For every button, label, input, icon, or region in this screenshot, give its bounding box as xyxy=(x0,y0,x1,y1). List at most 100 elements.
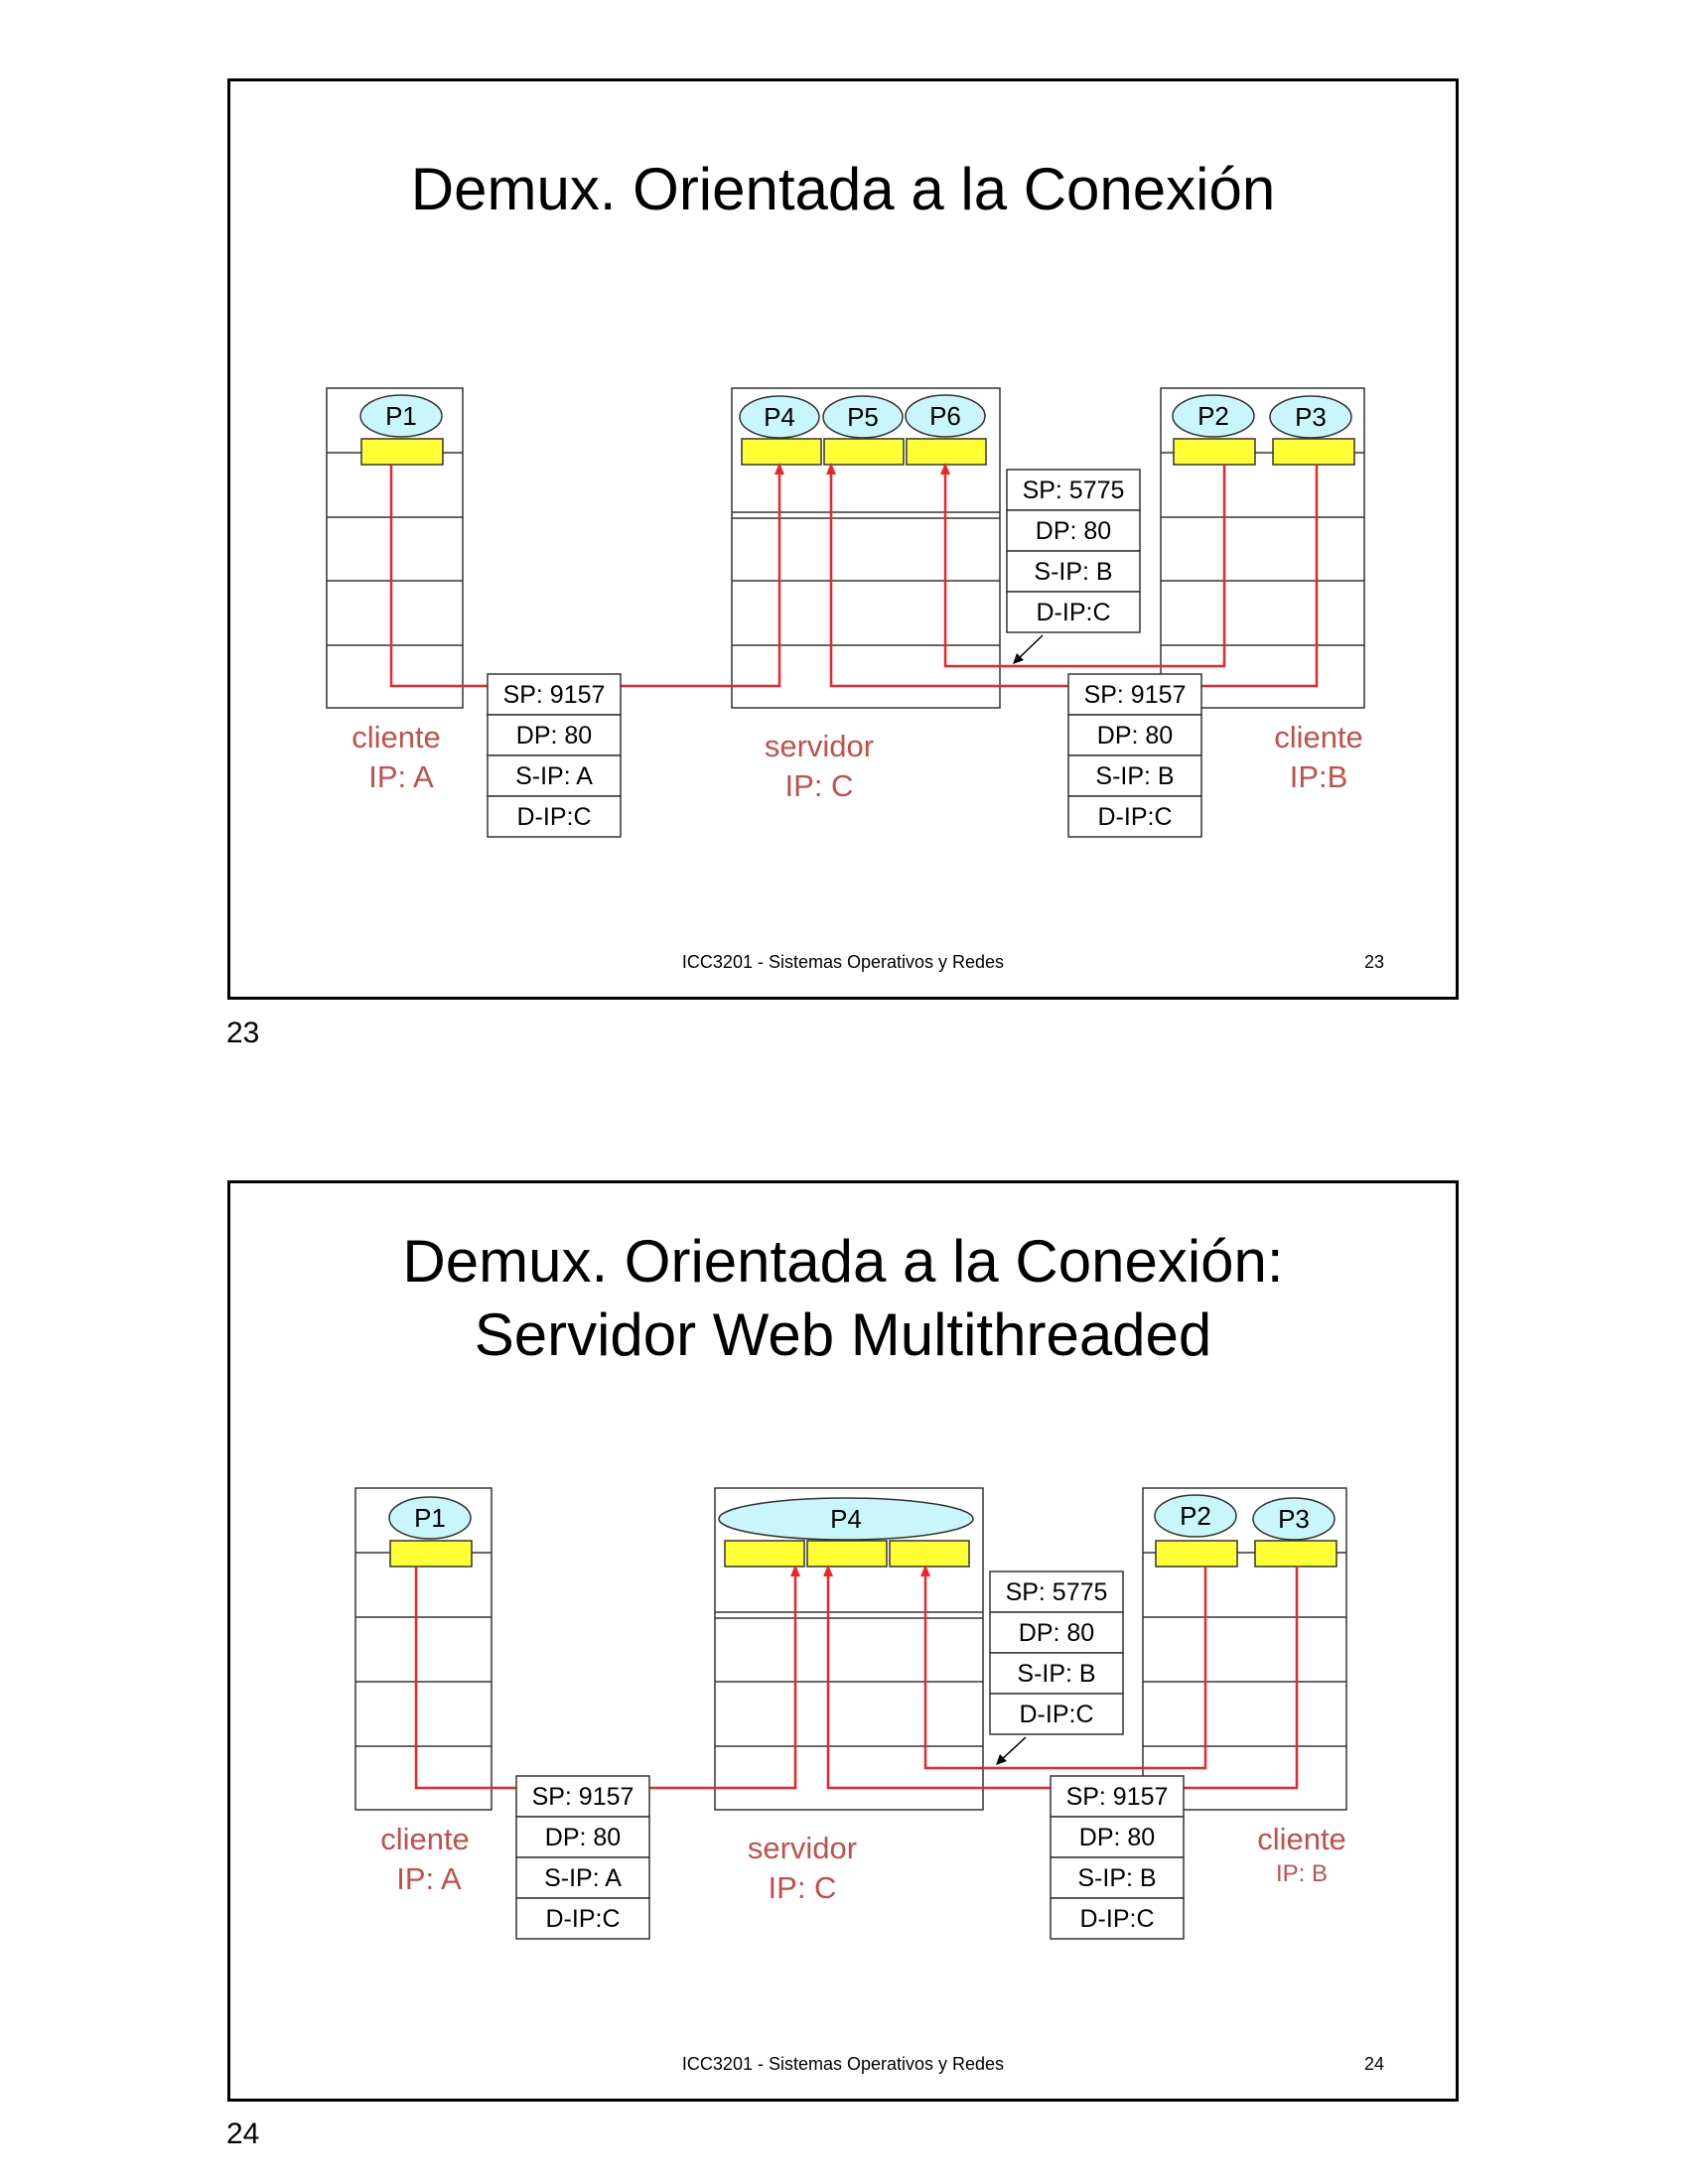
segment-b-bottom-source-ip: S-IP: B xyxy=(1077,1864,1156,1892)
segment-b-top-source-ip: S-IP: B xyxy=(1017,1660,1095,1688)
path-arrowheads xyxy=(790,1565,930,1576)
processes xyxy=(388,1494,1336,1541)
server-host xyxy=(731,387,1001,709)
host-label-client-a-ip: IP: A xyxy=(368,759,434,794)
segment-b-top xyxy=(1006,469,1141,633)
slide-title-line-1: Demux. Orientada a la Conexión: xyxy=(402,1228,1284,1295)
process-label-p3: P3 xyxy=(1295,402,1327,432)
segment-b-bottom-source-port: SP: 9157 xyxy=(1066,1783,1169,1811)
host-label-client-a-ip: IP: A xyxy=(396,1861,462,1896)
host-label-server-ip: IP: C xyxy=(785,768,854,803)
slide-number: 23 xyxy=(1363,952,1384,972)
segment-b-top-dest-ip: D-IP:C xyxy=(1037,599,1111,626)
socket-p3 xyxy=(1254,1540,1337,1568)
socket-p2 xyxy=(1173,438,1256,466)
host-label-client-b-name: cliente xyxy=(1274,720,1363,754)
process-p3 xyxy=(1269,395,1352,439)
sockets xyxy=(360,438,1355,466)
segment-b-top-dest-ip: D-IP:C xyxy=(1020,1701,1094,1728)
process-label-p2: P2 xyxy=(1180,1501,1211,1531)
host-label-client-b-ip: IP:B xyxy=(1290,759,1348,794)
multithreaded-demux-diagram: P1 P4 P2 P3 SP: 9157 xyxy=(354,1487,1347,1940)
client-b-host xyxy=(1160,387,1365,709)
host-label-client-a-name: cliente xyxy=(352,720,441,754)
slide-footer: ICC3201 - Sistemas Operativos y Redes xyxy=(681,952,1005,972)
socket-p6 xyxy=(906,438,987,466)
process-label-p4: P4 xyxy=(764,402,795,432)
segment-b-top-source-ip: S-IP: B xyxy=(1034,558,1112,586)
host-label-server-ip: IP: C xyxy=(769,1870,837,1905)
process-p3 xyxy=(1252,1497,1336,1541)
slide-title-line-2: Servidor Web Multithreaded xyxy=(474,1301,1212,1368)
path-a-to-p4 xyxy=(414,1567,797,1790)
segment-b-bottom xyxy=(1050,1775,1185,1940)
segment-a-source-ip: S-IP: A xyxy=(544,1864,622,1892)
process-label-p6: P6 xyxy=(929,401,961,431)
segment-pointer-arrow xyxy=(1013,634,1044,664)
path-a-to-p4 xyxy=(389,465,781,688)
connection-paths xyxy=(389,465,1319,688)
process-p2 xyxy=(1172,394,1255,438)
socket-p1 xyxy=(389,1540,473,1568)
process-p6 xyxy=(905,394,986,438)
host-label-client-b-name: cliente xyxy=(1257,1822,1346,1856)
process-label-p3: P3 xyxy=(1278,1504,1310,1534)
socket-p2 xyxy=(1155,1540,1238,1568)
socket-p1 xyxy=(360,438,444,466)
segment-a-dest-ip: D-IP:C xyxy=(546,1905,621,1933)
host-label-server-name: servidor xyxy=(765,729,874,763)
host-label-server-name: servidor xyxy=(748,1831,857,1865)
segment-pointer-arrow xyxy=(996,1736,1027,1765)
segment-a-source-ip: S-IP: A xyxy=(515,762,593,790)
segment-b-bottom-source-port: SP: 9157 xyxy=(1084,681,1187,709)
path-arrowheads xyxy=(774,463,950,475)
segment-b-bottom-dest-ip: D-IP:C xyxy=(1080,1905,1155,1933)
segment-b-bottom-dest-port: DP: 80 xyxy=(1079,1824,1155,1851)
page-number: 23 xyxy=(226,1017,260,1049)
slide-24: Demux. Orientada a la Conexión: Servidor… xyxy=(227,1180,1459,2102)
process-p2 xyxy=(1154,1494,1237,1538)
page-number: 24 xyxy=(226,2117,260,2150)
slide-title: Demux. Orientada a la Conexión xyxy=(410,156,1276,222)
segment-b-top-source-port: SP: 5775 xyxy=(1006,1578,1108,1606)
process-label-p2: P2 xyxy=(1197,401,1229,431)
slide-title: Demux. Orientada a la Conexión: Servidor… xyxy=(230,1225,1456,1372)
socket-p4 xyxy=(741,438,822,466)
process-label-p1: P1 xyxy=(385,401,417,431)
process-label-p1: P1 xyxy=(414,1503,446,1533)
server-host xyxy=(714,1487,984,1811)
socket-p4-thread-1 xyxy=(724,1540,805,1568)
socket-p3 xyxy=(1272,438,1355,466)
socket-p5 xyxy=(823,438,905,466)
process-label-p5: P5 xyxy=(847,402,879,432)
segment-b-top-source-port: SP: 5775 xyxy=(1023,477,1125,504)
process-label-p4: P4 xyxy=(830,1504,862,1534)
segment-b-bottom-dest-ip: D-IP:C xyxy=(1098,803,1173,831)
sockets xyxy=(389,1540,1337,1568)
slide-number: 24 xyxy=(1363,2054,1384,2074)
process-p4 xyxy=(718,1497,974,1541)
path-b-to-p6 xyxy=(943,465,1226,668)
slide-23: Demux. Orientada a la Conexión xyxy=(227,78,1459,1000)
segment-a-dest-ip: D-IP:C xyxy=(517,803,592,831)
socket-p4-thread-3 xyxy=(889,1540,970,1568)
process-p5 xyxy=(822,395,904,439)
process-p1 xyxy=(388,1496,472,1540)
segment-a xyxy=(515,1775,650,1940)
process-p1 xyxy=(359,394,443,438)
segment-a-dest-port: DP: 80 xyxy=(516,722,592,750)
segment-b-bottom xyxy=(1067,673,1202,838)
segment-a-source-port: SP: 9157 xyxy=(532,1783,634,1811)
demux-diagram: P1 P4 P5 P6 P2 P3 xyxy=(326,387,1365,838)
segment-a-dest-port: DP: 80 xyxy=(545,1824,621,1851)
segment-a-source-port: SP: 9157 xyxy=(503,681,606,709)
segment-b-top-dest-port: DP: 80 xyxy=(1036,517,1111,545)
path-b-to-thread-3 xyxy=(923,1567,1207,1770)
segment-a xyxy=(487,673,622,838)
slide-footer: ICC3201 - Sistemas Operativos y Redes xyxy=(681,2054,1005,2074)
segment-b-bottom-source-ip: S-IP: B xyxy=(1095,762,1174,790)
connection-paths xyxy=(414,1567,1299,1790)
process-p4 xyxy=(739,395,820,439)
host-label-client-a-name: cliente xyxy=(380,1822,470,1856)
socket-p4-thread-2 xyxy=(806,1540,888,1568)
